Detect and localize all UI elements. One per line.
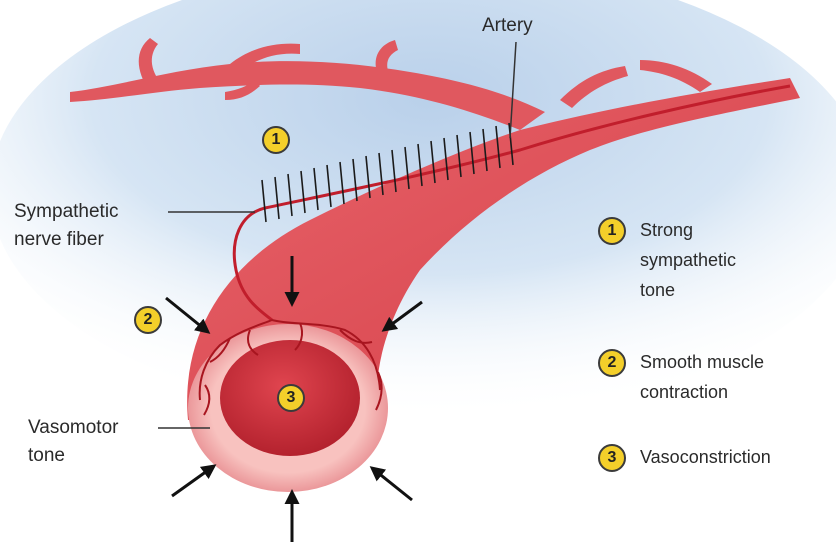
legend-item-2-line2: contraction xyxy=(640,378,728,407)
marker-3: 3 xyxy=(277,384,305,412)
legend-badge-1: 1 xyxy=(598,217,626,245)
sympathetic-label-line2: nerve fiber xyxy=(14,226,104,253)
marker-1: 1 xyxy=(262,126,290,154)
legend-item-2-line1: Smooth muscle xyxy=(640,348,764,377)
vasomotor-label-line1: Vasomotor xyxy=(28,414,118,441)
artery-label: Artery xyxy=(482,12,533,39)
arrow-lower-left xyxy=(172,466,214,496)
arrow-lower-right xyxy=(372,468,412,500)
legend-badge-2: 2 xyxy=(598,349,626,377)
marker-2: 2 xyxy=(134,306,162,334)
sympathetic-label-line1: Sympathetic xyxy=(14,198,119,225)
legend-badge-3: 3 xyxy=(598,444,626,472)
legend-item-1-line3: tone xyxy=(640,276,675,305)
legend-item-1-line2: sympathetic xyxy=(640,246,736,275)
legend-item-3-line1: Vasoconstriction xyxy=(640,443,771,472)
legend-item-1-line1: Strong xyxy=(640,216,693,245)
vasomotor-label-line2: tone xyxy=(28,442,65,469)
